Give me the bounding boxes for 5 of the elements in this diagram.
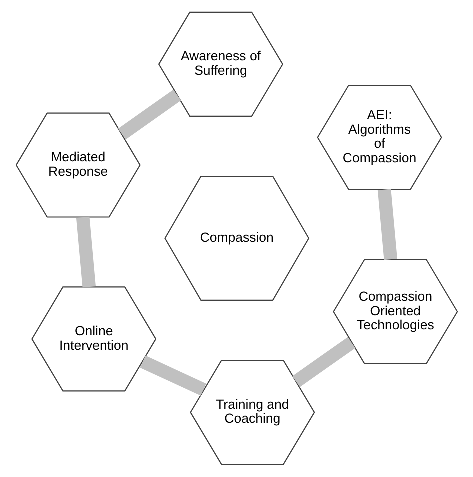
connector	[140, 356, 206, 396]
connector	[377, 189, 397, 260]
connector	[118, 90, 181, 140]
connector	[76, 216, 96, 288]
connector	[292, 337, 356, 388]
